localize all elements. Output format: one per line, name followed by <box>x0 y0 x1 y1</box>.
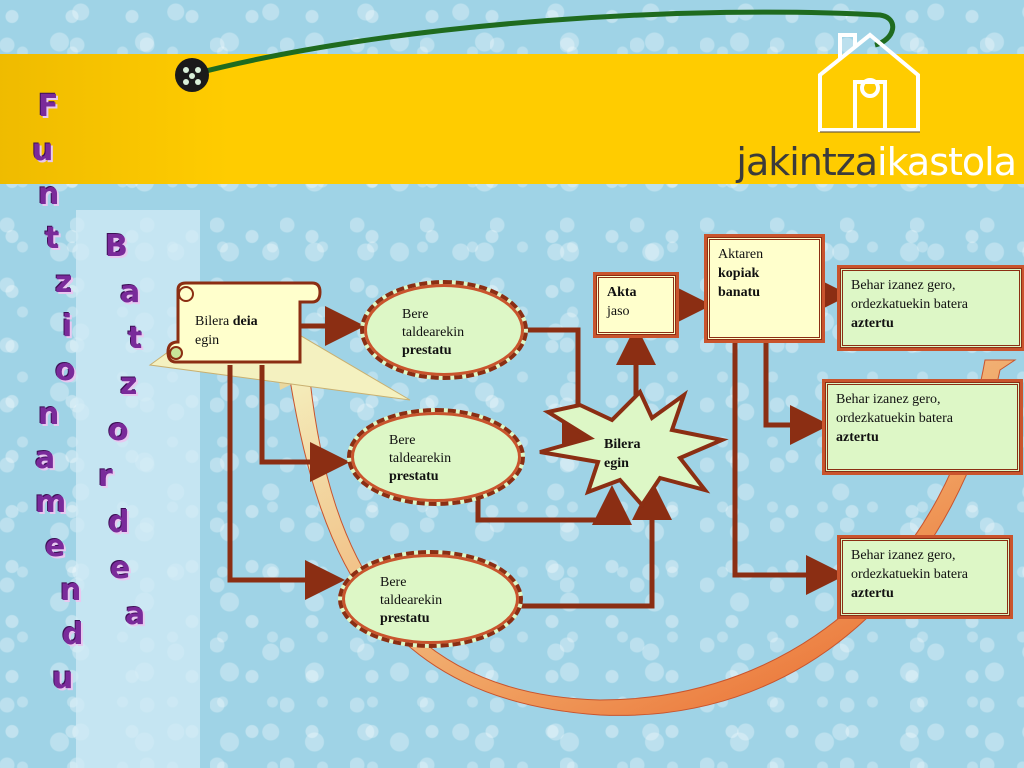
node-kopiak-banatu: Aktaren kopiak banatu <box>707 237 822 340</box>
node-akta-jaso: Akta jaso <box>596 275 676 335</box>
vertical-right-letter: o <box>108 413 129 448</box>
vertical-left-letter: a <box>35 441 56 476</box>
vertical-right-letter: d <box>108 505 130 540</box>
vertical-right-letter: a <box>125 597 146 632</box>
logo-wordmark: jakintzaikastola <box>736 140 1017 184</box>
vertical-right-letter: a <box>120 275 141 310</box>
vertical-left-letter: F <box>38 89 59 124</box>
node-bilera-egin: Bilera egin <box>604 437 641 471</box>
logo-part1: jakintza <box>736 140 878 184</box>
node-aztertu-3: Behar izanez gero, ordezkatuekin batera … <box>840 538 1010 616</box>
vertical-left-letter: n <box>38 397 60 432</box>
vertical-right-letter: t <box>128 321 143 356</box>
vertical-left-letter: n <box>60 573 82 608</box>
node-aztertu-2: Behar izanez gero, ordezkatuekin batera … <box>825 382 1020 472</box>
vertical-left-letter: u <box>32 133 54 168</box>
node-prep-3: Bere taldearekin prestatu <box>338 550 523 648</box>
vertical-left-letter: n <box>38 177 60 212</box>
vertical-left-letter: d <box>62 617 84 652</box>
vertical-right-letter: z <box>120 367 138 402</box>
vertical-right-letter: e <box>110 551 131 586</box>
vertical-left-letter: o <box>55 353 76 388</box>
node-aztertu-1: Behar izanez gero, ordezkatuekin batera … <box>840 268 1022 348</box>
vertical-left-letter: e <box>45 529 66 564</box>
vertical-right-letter: B <box>105 229 128 264</box>
node-prep-1: Bere taldearekin prestatu <box>360 280 528 380</box>
node-prep-2: Bere taldearekin prestatu <box>347 408 525 506</box>
vertical-left-letter: m <box>35 485 67 520</box>
vertical-left-letter: z <box>55 265 73 300</box>
vertical-left-letter: t <box>45 221 60 256</box>
vertical-left-letter: i <box>62 309 73 344</box>
house-logo-icon <box>818 32 920 132</box>
node-bilera-deia: Bilera deia egin <box>195 314 258 348</box>
vertical-right-letter: r <box>98 459 113 494</box>
return-curve <box>289 359 1017 716</box>
vertical-left-letter: u <box>52 661 74 696</box>
logo-part2: ikastola <box>877 140 1017 184</box>
